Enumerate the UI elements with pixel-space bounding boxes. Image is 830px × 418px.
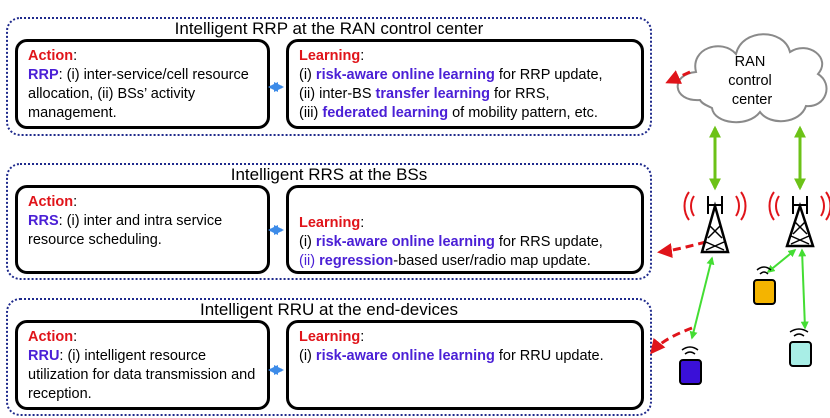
acronym-rrp: RRP [28, 67, 59, 83]
learning-line: (ii) inter-BS transfer learning for RRS, [299, 86, 550, 102]
bs-tower-icon [768, 191, 830, 248]
action-text: : (i) inter-service/cell resource alloca… [28, 67, 249, 121]
panel-rrp: Intelligent RRP at the RAN control cente… [6, 17, 652, 136]
action-box-rrp: Action: RRP: (i) inter-service/cell reso… [15, 39, 270, 129]
device-icon [679, 346, 702, 385]
bs-tower-icon [683, 191, 747, 254]
panel-rrs: Intelligent RRS at the BSs Action: RRS: … [6, 163, 652, 280]
device-icon [789, 328, 812, 367]
acronym-rrs: RRS [28, 213, 59, 229]
learning-box-rrp: Learning: (i) risk-aware online learning… [286, 39, 644, 129]
device-link [766, 248, 797, 274]
panel-title-rru: Intelligent RRU at the end-devices [200, 300, 458, 319]
device-link [798, 248, 809, 330]
learning-heading: Learning [299, 48, 361, 64]
action-text: : (i) intelligent resource utilization f… [28, 348, 256, 402]
learning-line: (iii) federated learning of mobility pat… [299, 105, 598, 121]
colon: : [360, 48, 365, 64]
learning-line: (i) risk-aware online learning for RRS u… [299, 234, 603, 250]
colon: : [360, 215, 365, 231]
action-box-rrs: Action: RRS: (i) inter and intra service… [15, 185, 270, 274]
colon: : [360, 329, 365, 345]
action-heading: Action [28, 48, 74, 64]
colon: : [73, 329, 78, 345]
learning-heading: Learning [299, 329, 361, 345]
cloud-label: RAN control center [728, 54, 776, 108]
red-arrow [657, 240, 707, 258]
panel-title-rrp: Intelligent RRP at the RAN control cente… [174, 19, 484, 38]
device-icon [753, 266, 776, 305]
red-arrow [650, 326, 693, 355]
learning-line: (i) risk-aware online learning for RRP u… [299, 67, 603, 83]
learning-heading: Learning [299, 215, 361, 231]
action-text: : (i) inter and intra service resource s… [28, 213, 223, 248]
red-arrow [665, 70, 691, 84]
device-link [689, 256, 715, 340]
acronym-rru: RRU [28, 348, 60, 364]
learning-line: (i) risk-aware online learning for RRU u… [299, 348, 604, 364]
action-heading: Action [28, 329, 74, 345]
learning-box-rrs: Learning: (i) risk-aware online learning… [286, 185, 644, 274]
action-heading: Action [28, 194, 74, 210]
learning-line: (ii) regression-based user/radio map upd… [299, 253, 591, 269]
colon: : [73, 48, 78, 64]
colon: : [73, 194, 78, 210]
panel-title-rrs: Intelligent RRS at the BSs [230, 165, 428, 184]
learning-box-rru: Learning: (i) risk-aware online learning… [286, 320, 644, 410]
cloud-icon [676, 33, 828, 124]
